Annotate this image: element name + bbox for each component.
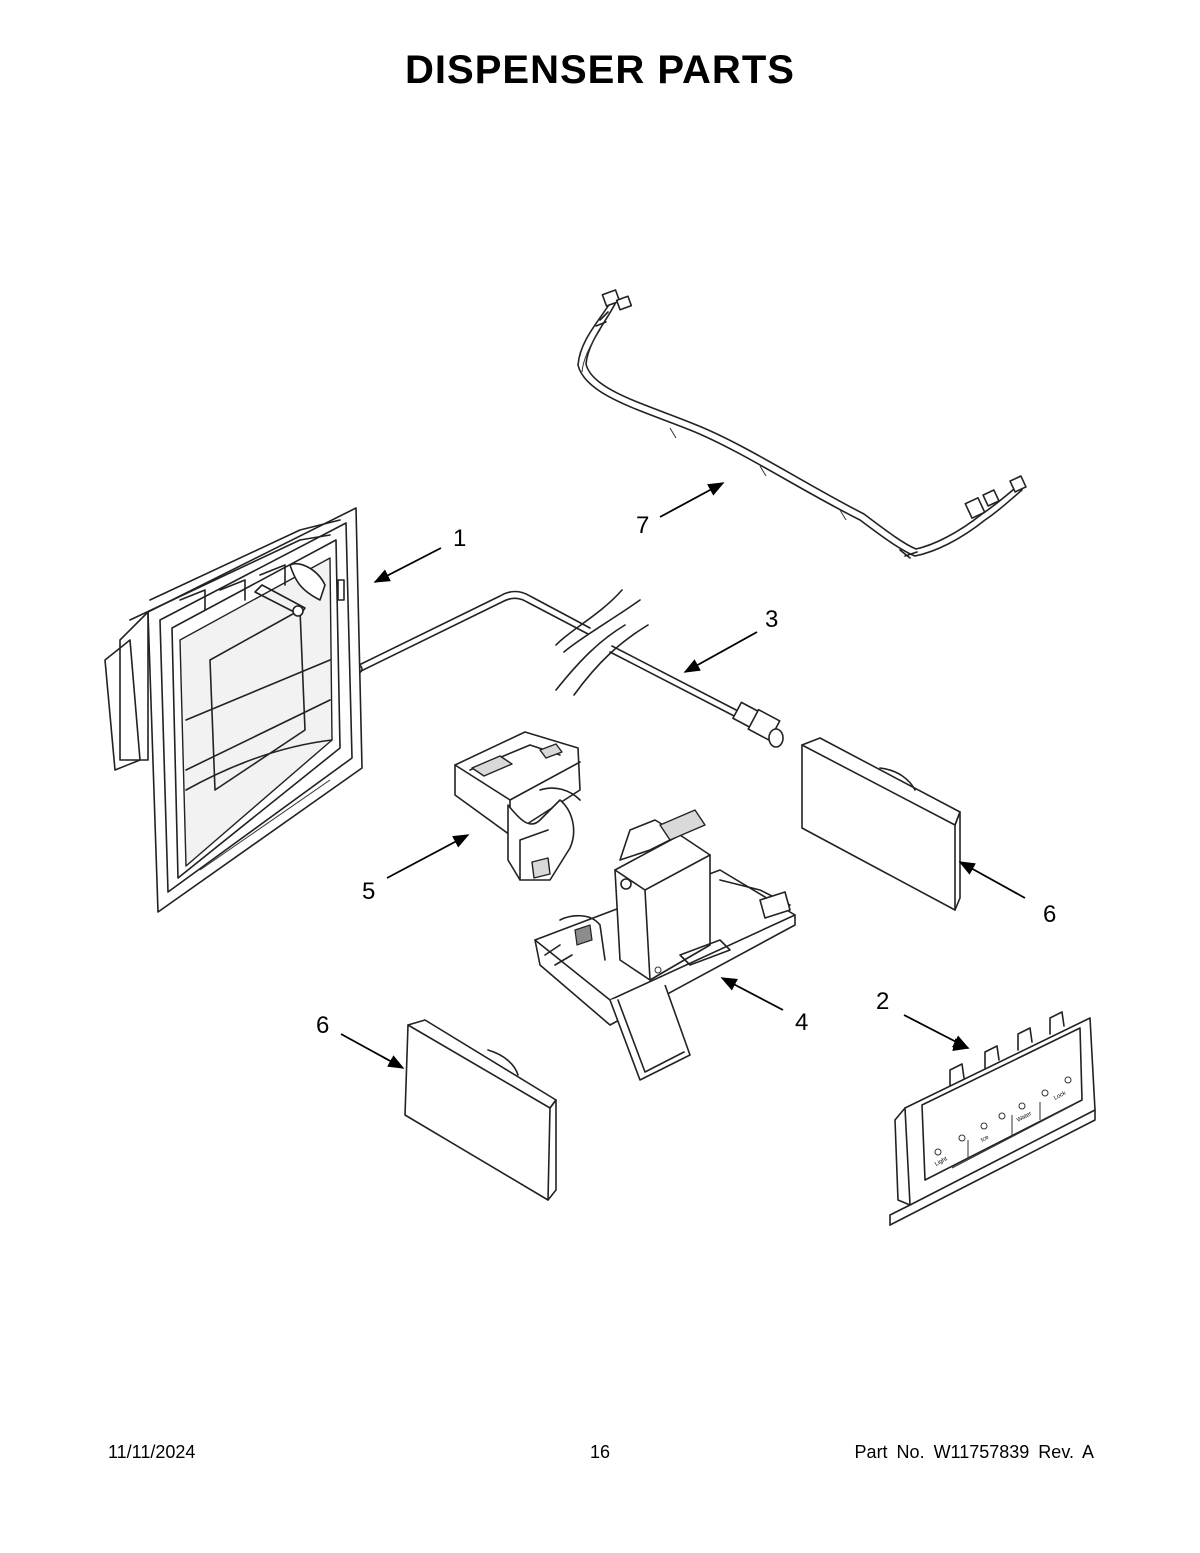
callout-7: 7 xyxy=(636,512,649,539)
part-2-control-panel: Lock Water Ice Light xyxy=(889,1011,1096,1226)
part-7-wire-harness xyxy=(577,289,1027,559)
arrow-6-upper xyxy=(958,861,1026,899)
part-6-cover-panel-lower xyxy=(404,1019,557,1201)
callout-6-lower: 6 xyxy=(316,1012,329,1039)
callout-1: 1 xyxy=(453,525,466,552)
callout-6-upper: 6 xyxy=(1043,901,1056,928)
arrow-7 xyxy=(659,482,725,518)
panel-label-ice: Ice xyxy=(980,1134,990,1143)
part-1-dispenser-housing xyxy=(104,507,363,913)
callout-arrows xyxy=(340,482,1026,1069)
part-5-ice-chute xyxy=(454,731,581,881)
part-3-water-tube xyxy=(353,589,784,748)
arrow-1 xyxy=(373,547,442,583)
panel-icons xyxy=(934,1076,1076,1169)
footer-date: 11/11/2024 xyxy=(108,1442,196,1462)
footer-part-number: Part No. W11757839 Rev. A xyxy=(854,1442,1094,1462)
callout-4: 4 xyxy=(795,1009,808,1036)
arrow-5 xyxy=(386,834,470,879)
page-title: DISPENSER PARTS xyxy=(405,48,795,92)
callout-5: 5 xyxy=(362,878,375,905)
arrow-4 xyxy=(720,977,784,1011)
panel-label-light: Light xyxy=(934,1156,949,1168)
part-6-cover-panel-upper xyxy=(801,737,961,911)
panel-label-lock: Lock xyxy=(1053,1090,1068,1102)
footer-page-number: 16 xyxy=(589,1442,611,1462)
callout-3: 3 xyxy=(765,606,778,633)
arrow-3 xyxy=(683,631,758,673)
part-4-actuator-assembly xyxy=(534,809,796,1081)
callout-2: 2 xyxy=(876,988,889,1015)
arrow-6-lower xyxy=(340,1033,405,1069)
